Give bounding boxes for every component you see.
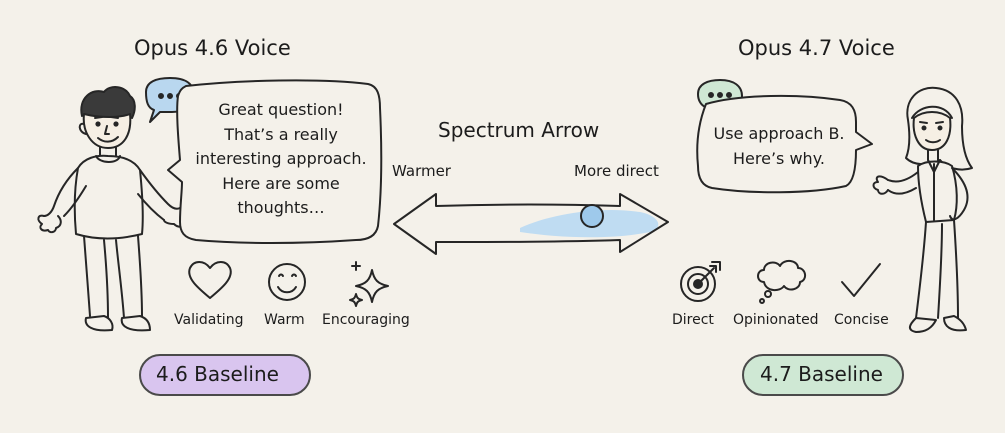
smiley-icon [268,263,306,301]
right-speech-line: Use approach B. [713,124,845,143]
left-speech-line: Here are some [222,173,340,193]
heart-icon [188,261,232,299]
trait-label-opinionated: Opinionated [733,312,819,328]
badge-left-bg [139,354,311,396]
badge-right: 4.7 Baseline [760,362,883,386]
right-title: Opus 4.7 Voice [738,36,895,60]
left-speech-line: That’s a really [224,124,338,144]
trait-label-validating: Validating [174,312,244,328]
spectrum-right-label: More direct [574,162,659,180]
spectrum-marker [580,204,604,228]
left-speech-line: Great question! [218,100,344,119]
left-title: Opus 4.6 Voice [134,36,291,60]
spectrum-left-label: Warmer [392,162,451,180]
right-speech-line: Here’s why. [733,148,825,168]
trait-label-direct: Direct [672,312,714,328]
checkmark-icon [841,263,881,297]
left-speech-line: interesting approach. [195,149,367,168]
left-speech-text: Great question! That’s a really interest… [188,98,374,221]
trait-label-warm: Warm [264,312,305,328]
man-figure [37,86,194,332]
trait-label-encouraging: Encouraging [322,312,410,328]
right-speech-text: Use approach B. Here’s why. [708,122,850,171]
speech-bubble-left [167,79,383,244]
trait-label-concise: Concise [834,312,889,328]
left-speech-line: thoughts… [237,198,325,217]
spectrum-arrow [393,193,669,255]
target-icon [680,261,721,302]
sparkles-icon [349,261,389,307]
badge-left: 4.6 Baseline [156,362,279,386]
speech-bubble-right [696,94,873,194]
badge-right-bg [742,354,904,396]
thought-cloud-icon [757,260,806,304]
woman-figure [872,86,973,333]
spectrum-title: Spectrum Arrow [438,118,600,142]
